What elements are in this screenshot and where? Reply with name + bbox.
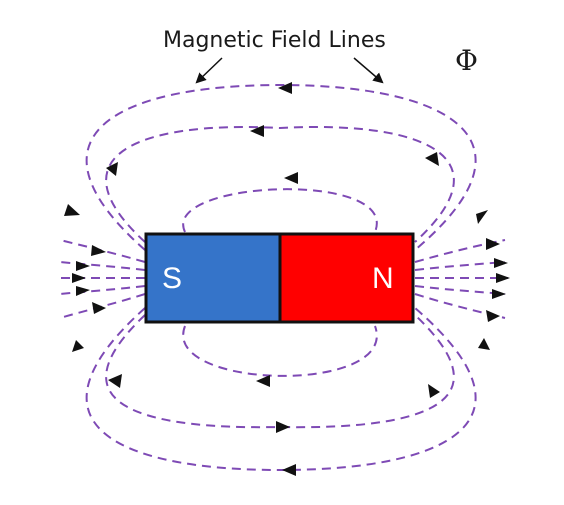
arrow-left-lower-outer	[72, 340, 84, 352]
arrow-top-middle	[250, 125, 264, 137]
arrow-top-left-middle	[106, 162, 118, 176]
field-line-right-4	[414, 285, 506, 295]
arrow-left-fan-3	[72, 273, 86, 283]
title-pointers	[195, 57, 384, 84]
field-line-right-5	[414, 293, 506, 319]
arrow-left-fan-2	[76, 261, 90, 271]
arrow-right-fan-3	[496, 273, 510, 283]
field-line-bottom-middle	[105, 314, 455, 429]
south-pole-label: S	[162, 262, 182, 295]
bar-magnet: S N	[144, 232, 415, 324]
title-pointer-left	[195, 57, 223, 84]
title-pointer-right	[353, 57, 384, 84]
arrow-bottom-middle	[276, 421, 290, 433]
field-line-right-2	[414, 261, 506, 271]
arrow-bottom-outer	[282, 464, 296, 476]
arrow-right-fan-4	[492, 289, 506, 299]
arrow-left-fan-1	[91, 245, 106, 256]
arrow-right-lower-outer	[478, 338, 490, 350]
arrow-right-fan-1	[486, 238, 500, 250]
field-line-left-2	[59, 261, 146, 271]
magnet-south-pole	[144, 232, 282, 324]
arrow-top-right-middle	[425, 152, 439, 166]
field-line-top-middle	[105, 126, 455, 243]
magnet-north-pole	[278, 232, 415, 324]
field-line-left-4	[59, 285, 146, 295]
flux-symbol: Φ	[455, 44, 478, 77]
arrow-bottom-inner	[256, 375, 270, 387]
arrow-right-fan-5	[486, 310, 500, 322]
arrow-left-fan-4	[76, 286, 90, 296]
north-pole-label: N	[372, 262, 394, 295]
field-line-left-5	[59, 293, 146, 319]
field-line-bottom-inner	[182, 325, 378, 377]
arrow-right-upper-outer	[476, 210, 488, 224]
field-line-top-inner	[182, 188, 378, 233]
field-line-bottom-outer	[85, 307, 477, 472]
arrow-bottom-left-middle	[108, 374, 122, 388]
arrow-bottom-right-middle	[428, 384, 440, 398]
arrow-right-fan-2	[494, 258, 508, 268]
field-line-top-outer	[85, 83, 477, 251]
field-direction-arrows	[64, 82, 510, 476]
field-line-right-1	[414, 239, 506, 263]
field-lines-title: Magnetic Field Lines	[163, 28, 386, 53]
arrow-top-inner	[284, 172, 298, 184]
arrow-left-upper-outer	[64, 204, 80, 216]
arrow-top-outer	[278, 82, 292, 94]
arrow-left-fan-5	[92, 302, 106, 314]
